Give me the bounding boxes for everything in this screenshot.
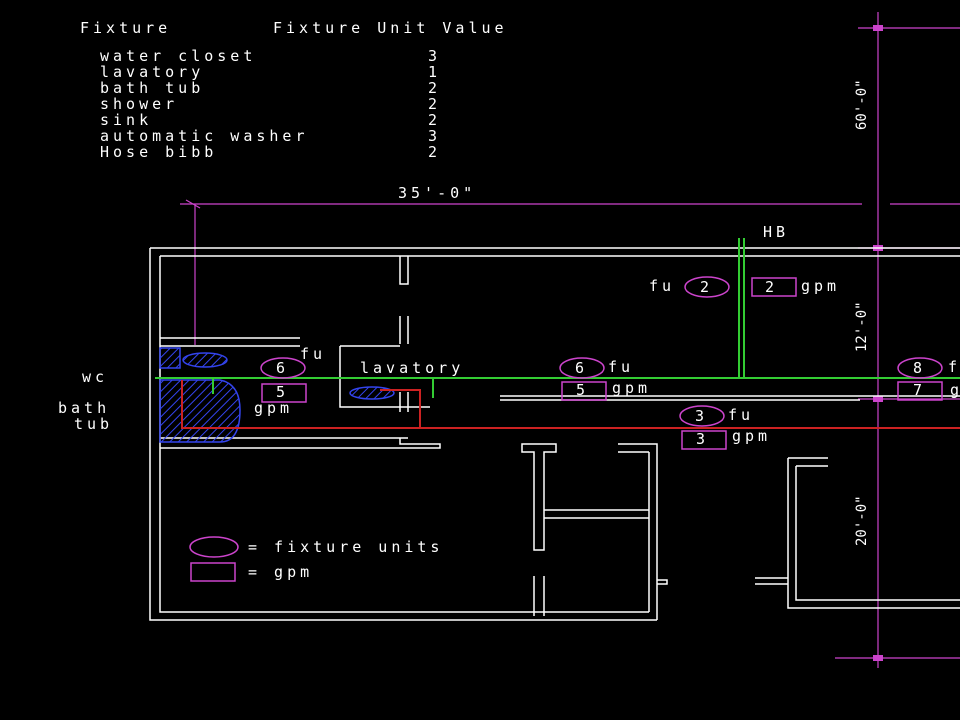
gpm-label: gpm [254,399,293,417]
bathroom-partition [399,256,409,344]
fixture-unit-oval [684,276,730,298]
table-row-value: 2 [428,95,441,113]
table-row-name: Hose bibb [100,143,217,161]
interior-wall [521,443,557,551]
fixture-unit-value: 8 [913,359,926,377]
water-closet-label: wc [82,368,108,386]
table-row-name: water closet [100,47,256,65]
dimension-marker [873,25,883,31]
gpm-box [751,277,797,297]
table-row-value: 3 [428,127,441,145]
fixture-unit-oval [679,405,725,427]
gpm-label: gpm [950,381,960,399]
dimension-label-top: 60'-0" [854,79,870,130]
gpm-box [897,381,943,401]
legend: = fixture units = gpm [189,536,443,582]
table-row-value: 3 [428,47,441,65]
floor-plan-walls [149,247,960,621]
fixture-unit-oval [559,357,605,379]
gpm-value: 5 [276,383,289,401]
table-row-name: sink [100,111,152,129]
fixture-unit-table: Fixture Fixture Unit Value water closet … [80,19,508,161]
dimension-marker [873,655,883,661]
hot-water-branch [380,389,421,428]
fixture-unit-oval [260,357,306,379]
gpm-box [561,381,607,401]
gpm-value: 3 [696,430,709,448]
exterior-wall [149,247,960,621]
bathroom-door-jamb [399,392,409,412]
legend-gpm-label: = gpm [248,563,313,581]
table-row-value: 1 [428,63,441,81]
interior-wall [544,509,649,519]
fixture-unit-oval [897,357,943,379]
interior-wall [618,443,658,620]
dimension-lines: 35'-0" 60'-0" 12'-0" 20'-0" [180,12,960,668]
gpm-value: 2 [765,278,778,296]
table-row-name: shower [100,95,178,113]
gpm-value: 5 [576,381,589,399]
water-closet-bowl [182,352,228,368]
fu-label: fu [728,406,754,424]
bath-label: bath [58,399,110,417]
dimension-tick [185,199,201,209]
tub-label: tub [74,415,113,433]
table-header-fixture: Fixture [80,19,171,37]
width-dimension-label: 35'-0" [398,184,476,202]
door-stop [657,579,668,585]
flow-annotations: fu 2 2 gpm 6 fu 5 gpm 6 fu 5 gpm 3 fu 3 … [254,276,960,450]
legend-fixture-units-label: = fixture units [248,538,443,556]
fixtures [159,347,395,443]
hose-bibb-label: HB [763,223,789,241]
fixture-unit-value: 3 [695,407,708,425]
table-header-value: Fixture Unit Value [273,19,508,37]
fixture-unit-value: 2 [700,278,713,296]
corridor-wall [500,395,960,401]
legend-box-symbol [190,562,236,582]
lavatory-sink [349,386,395,400]
fixture-unit-value: 6 [276,359,289,377]
lavatory-label: lavatory [360,359,464,377]
legend-oval-symbol [189,536,239,558]
bathroom-wall [160,337,300,347]
fu-label: fu [948,358,960,376]
fu-label: fu [300,345,326,363]
garage-wall [787,457,960,609]
gpm-box [261,383,307,403]
bath-tub [159,379,241,443]
hot-water-pipes [181,380,960,429]
fu-label: fu [649,277,675,295]
dimension-label-bottom: 20'-0" [854,495,870,546]
table-row-value: 2 [428,79,441,97]
corridor-wall-lower [160,437,441,449]
fixture-labels: HB wc bath tub lavatory [58,223,789,433]
gpm-value: 7 [913,381,926,399]
table-row-name: bath tub [100,79,204,97]
fixture-unit-value: 6 [575,359,588,377]
dimension-marker [873,396,883,402]
table-row-name: automatic washer [100,127,309,145]
table-row-name: lavatory [100,63,204,81]
gpm-label: gpm [612,379,651,397]
interior-wall [533,576,545,616]
gpm-label: gpm [732,427,771,445]
gpm-box [681,430,727,450]
garage-door-stop [755,577,788,585]
hose-bibb-riser [738,238,745,378]
fu-label: fu [608,358,634,376]
table-row-value: 2 [428,143,441,161]
water-closet-tank [159,347,181,369]
hot-water-main [181,380,960,429]
gpm-label: gpm [801,277,840,295]
table-row-value: 2 [428,111,441,129]
exterior-wall-inner [159,255,960,613]
dimension-label-mid: 12'-0" [854,301,870,352]
